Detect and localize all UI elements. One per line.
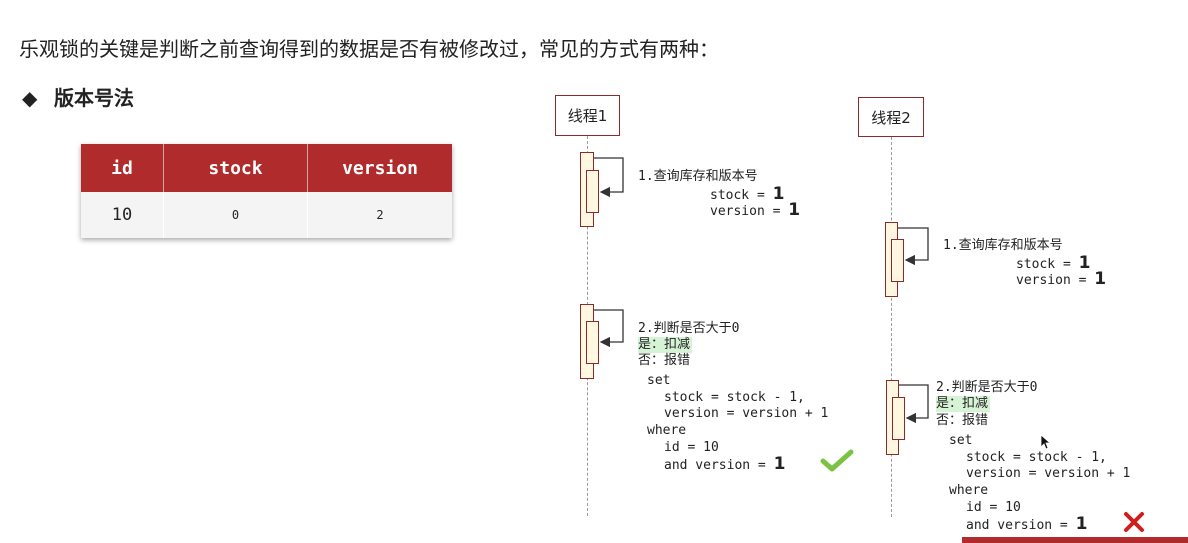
check-icon <box>820 449 854 472</box>
thread1-sql-where: where <box>647 423 687 438</box>
thread2-sql-stock: stock = stock - 1, <box>966 450 1107 465</box>
thread2-sql-id: id = 10 <box>966 500 1021 515</box>
thread1-query-title: 1.查询库存和版本号 <box>638 169 758 184</box>
thread2-lifeline <box>891 137 892 517</box>
thread1-judge-title: 2.判断是否大于0 <box>638 321 740 336</box>
thread1-sql-set: set <box>647 373 671 388</box>
thread2-query-stock: stock = 1 <box>1016 253 1091 273</box>
thread1-activation-judge-inner <box>586 321 599 364</box>
thread2-query-version: version = 1 <box>1016 269 1107 289</box>
thread1-box: 线程1 <box>555 95 620 136</box>
table-header-row: id stock version <box>81 144 452 192</box>
cell-version: 2 <box>307 192 452 238</box>
cell-stock: 0 <box>163 192 308 238</box>
thread2-sql-where: where <box>949 483 989 498</box>
cross-icon <box>1124 512 1144 532</box>
thread2-judge-yes: 是：扣减 <box>936 396 991 412</box>
diamond-bullet-icon: ◆ <box>22 86 38 110</box>
thread2-label: 线程2 <box>871 108 911 127</box>
thread1-judge-yes: 是：扣减 <box>638 337 693 353</box>
footer-accent-bar <box>962 537 1188 543</box>
thread1-activation-query-inner <box>586 170 599 213</box>
thread2-sql-set: set <box>949 433 973 448</box>
slide-heading: 乐观锁的关键是判断之前查询得到的数据是否有被修改过，常见的方式有两种： <box>19 37 719 61</box>
section-title: 版本号法 <box>54 86 134 110</box>
thread2-activation-judge-inner <box>892 397 905 440</box>
thread1-label: 线程1 <box>567 107 608 125</box>
thread2-query-title: 1.查询库存和版本号 <box>943 238 1063 253</box>
thread1-sql-stock: stock = stock - 1, <box>664 390 805 405</box>
thread1-query-version: version = 1 <box>710 200 801 220</box>
cell-id: 10 <box>81 192 164 238</box>
thread1-judge-no: 否：报错 <box>638 353 691 368</box>
table-row: 10 0 2 <box>81 192 452 238</box>
thread2-sql-and: and version = 1 <box>966 514 1088 534</box>
thread2-box: 线程2 <box>858 97 924 137</box>
mouse-cursor-icon <box>1040 434 1052 450</box>
thread1-sql-version: version = version + 1 <box>664 406 829 421</box>
thread2-judge-no: 否：报错 <box>936 413 989 428</box>
header-id: id <box>81 144 164 192</box>
header-stock: stock <box>163 144 308 192</box>
section-bullet: ◆ 版本号法 <box>22 82 134 111</box>
thread1-sql-and: and version = 1 <box>664 454 786 474</box>
thread2-judge-title: 2.判断是否大于0 <box>936 380 1038 395</box>
thread1-sql-id: id = 10 <box>664 440 719 455</box>
version-table: id stock version 10 0 2 <box>81 144 452 238</box>
thread1-query-stock: stock = 1 <box>710 184 785 204</box>
header-version: version <box>307 144 452 192</box>
thread2-activation-query-inner <box>891 239 904 282</box>
thread2-sql-version: version = version + 1 <box>966 466 1131 481</box>
